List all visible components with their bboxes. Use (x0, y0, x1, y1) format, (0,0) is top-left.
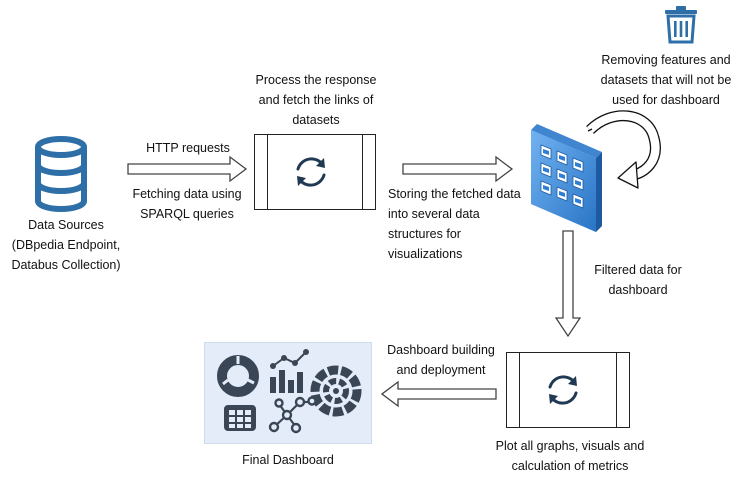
arrow-filtered-data (554, 230, 582, 338)
table-grid-icon (224, 405, 256, 431)
http-requests-label: HTTP requests (146, 141, 230, 155)
sunburst-chart-icon (310, 365, 362, 417)
refresh-cycle-icon (548, 375, 578, 405)
network-graph-icon (268, 396, 317, 434)
filtered-data-label: Filtered data for dashboard (594, 263, 682, 297)
arrow-storing-data (402, 155, 514, 183)
arrow-http-requests (127, 155, 248, 183)
final-dashboard-label: Final Dashboard (242, 453, 334, 467)
bar-line-chart-icon (270, 349, 309, 393)
database-icon (35, 136, 87, 212)
plot-graphs-box (506, 352, 630, 428)
donut-chart-icon (217, 355, 259, 397)
plot-graphs-label: Plot all graphs, visuals and calculation… (495, 439, 645, 473)
data-sources-label: Data Sources (DBpedia Endpoint, Databus … (11, 218, 121, 272)
dashboard-building-label: Dashboard building and deployment (387, 343, 495, 377)
storing-data-label: Storing the fetched data into several da… (388, 187, 521, 261)
refresh-cycle-icon (296, 157, 326, 187)
trash-icon (665, 6, 697, 44)
fetching-data-label: Fetching data using SPARQL queries (132, 187, 242, 221)
data-grid-icon (531, 124, 602, 232)
process-response-label: Process the response and fetch the links… (255, 73, 377, 127)
removing-features-label: Removing features and datasets that will… (600, 53, 732, 107)
loop-arrow-icon (586, 110, 661, 189)
process-response-box (254, 134, 376, 210)
arrow-dashboard-building (380, 380, 497, 408)
